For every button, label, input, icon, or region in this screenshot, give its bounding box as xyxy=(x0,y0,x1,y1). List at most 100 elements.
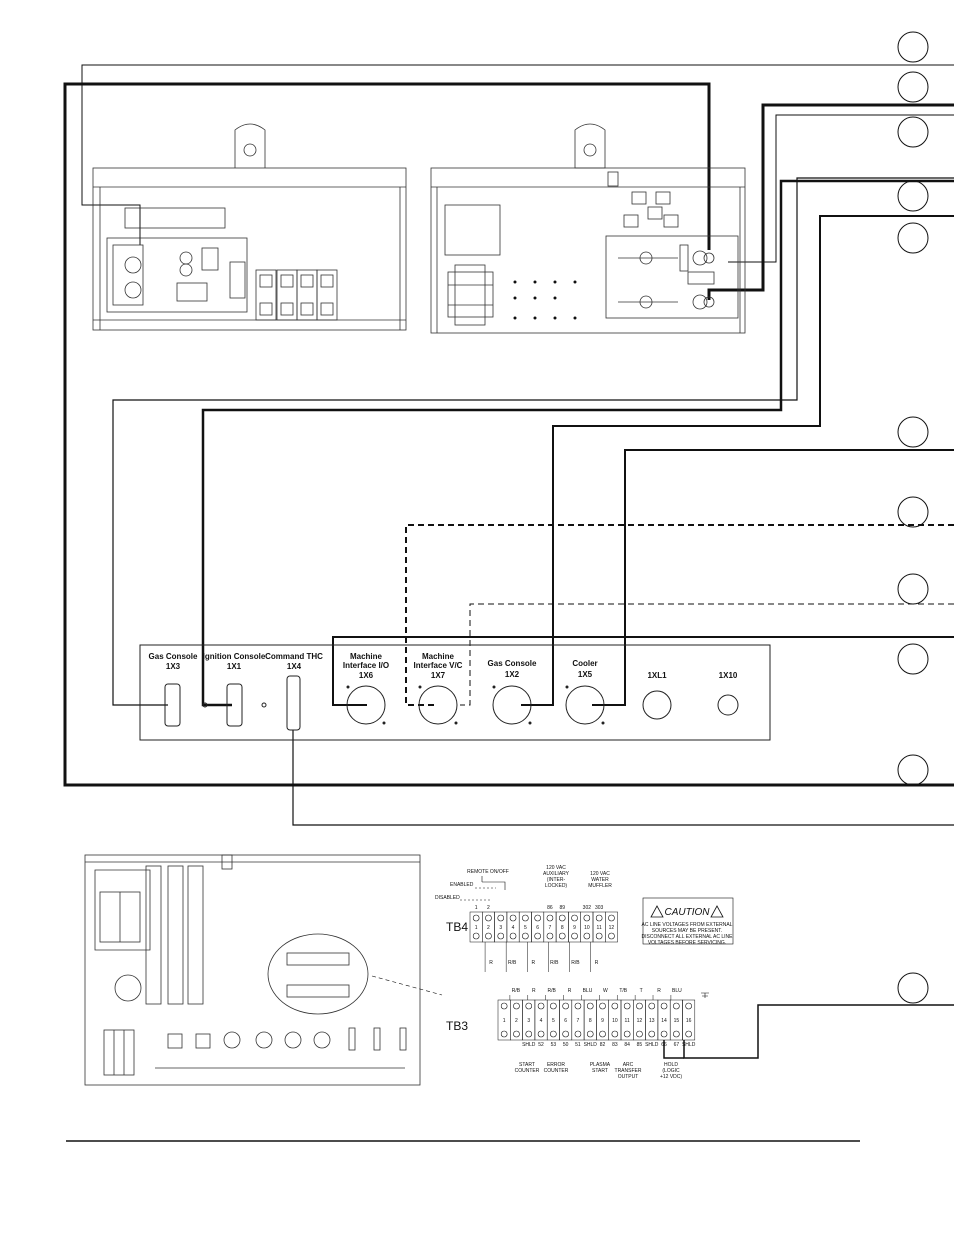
tb4-aux-label-4: LOCKED) xyxy=(545,883,568,889)
terminal-top-label: 2 xyxy=(487,905,490,911)
terminal-number: 15 xyxy=(674,1018,680,1024)
caution-line-2: SOURCES MAY BE PRESENT. xyxy=(652,928,722,934)
wire-dashed xyxy=(405,524,954,706)
terminal-number: 13 xyxy=(649,1018,655,1024)
terminal-screw-icon xyxy=(608,932,615,940)
tb3-group-arc-3: OUTPUT xyxy=(618,1074,639,1080)
wire xyxy=(592,449,954,706)
tb3-group-start-2: COUNTER xyxy=(515,1068,540,1074)
connector-label-1x2-name: Gas Console xyxy=(488,659,537,668)
connector-panel: Gas Console 1X3 Ignition Console 1X1 Com… xyxy=(139,644,771,741)
terminal-bottom-label: 83 xyxy=(612,1042,618,1048)
tb4-label: TB4 xyxy=(446,920,468,934)
terminal-top-label: 303 xyxy=(595,905,604,911)
connector-label-1x4-id: 1X4 xyxy=(287,662,302,671)
connector-label-1x7-name2: Interface V/C xyxy=(414,661,463,670)
terminal-number: 2 xyxy=(487,925,490,931)
terminal-screw-icon xyxy=(522,932,529,940)
terminal-bottom-label: 52 xyxy=(538,1042,544,1048)
connector-1x7 xyxy=(418,685,458,725)
wire-tag: R xyxy=(568,988,572,994)
terminal-screw-icon xyxy=(500,1030,508,1038)
wire-tag: R xyxy=(531,960,535,966)
tb4-enabled-label: ENABLED xyxy=(450,882,474,888)
terminal-screw-icon xyxy=(497,932,505,940)
connector-label-1x5-id: 1X5 xyxy=(578,670,593,679)
terminal-number: 4 xyxy=(540,1018,543,1024)
terminal-screw-icon xyxy=(546,914,554,922)
rear-panel xyxy=(84,854,421,1086)
terminal-screw-icon xyxy=(500,1002,508,1010)
terminal-screw-icon xyxy=(558,932,566,940)
terminal-bottom-label: SHLD xyxy=(522,1042,536,1048)
tb4-group: TB4 ENABLED DISABLED REMOTE ON/OFF 120 V… xyxy=(435,865,618,972)
terminal-screw-icon xyxy=(537,1030,545,1038)
tb3-group-plasma-2: START xyxy=(592,1068,608,1074)
wire-tag: R/B xyxy=(550,960,559,966)
terminal-number: 1 xyxy=(503,1018,506,1024)
tb4-disabled-label: DISABLED xyxy=(435,895,460,901)
terminal-number: 3 xyxy=(499,925,502,931)
zoom-ellipse xyxy=(267,933,369,1015)
callout-circle xyxy=(897,31,929,63)
terminal-screw-icon xyxy=(574,1002,582,1010)
tb3-label: TB3 xyxy=(446,1019,468,1033)
tb3-group-error-1: ERROR xyxy=(547,1062,565,1068)
terminal-screw-icon xyxy=(595,914,603,922)
connector-label-1x10: 1X10 xyxy=(719,671,738,680)
wire-tag: R/B xyxy=(548,988,557,994)
terminal-screw-icon xyxy=(472,914,480,922)
callout-circle xyxy=(897,754,929,786)
tb3-group-hold-3: +12 VDC) xyxy=(660,1074,682,1080)
terminal-top-label: 86 xyxy=(547,905,553,911)
terminal-bottom-label: SHLD xyxy=(682,1042,696,1048)
wire-tag: R xyxy=(532,988,536,994)
terminal-screw-icon xyxy=(574,1030,582,1038)
connector-label-1x6-name2: Interface I/O xyxy=(343,661,389,670)
terminal-screw-icon xyxy=(623,1002,631,1010)
tb3-group-arc-1: ARC xyxy=(623,1062,634,1068)
connector-label-1x1-name: Ignition Console xyxy=(203,652,266,661)
terminal-screw-icon xyxy=(534,914,541,922)
terminal-number: 16 xyxy=(686,1018,692,1024)
zoom-leader xyxy=(371,975,443,996)
tb3-group-plasma-1: PLASMA xyxy=(590,1062,611,1068)
terminal-number: 2 xyxy=(515,1018,518,1024)
connector-label-1x7-name1: Machine xyxy=(422,652,455,661)
tb4-remote-label: REMOTE ON/OFF xyxy=(467,869,509,875)
terminal-screw-icon xyxy=(673,1030,680,1038)
terminal-screw-icon xyxy=(497,914,505,922)
caution-box: CAUTION AC LINE VOLTAGES FROM EXTERNAL S… xyxy=(642,897,734,946)
terminal-number: 9 xyxy=(601,1018,604,1024)
terminal-number: 3 xyxy=(527,1018,530,1024)
wires xyxy=(63,64,954,1059)
terminal-cell xyxy=(682,999,696,1041)
terminal-number: 14 xyxy=(661,1018,667,1024)
terminal-screw-icon xyxy=(660,1002,668,1010)
callout-circle xyxy=(897,180,929,212)
wire xyxy=(81,64,954,245)
terminal-number: 9 xyxy=(573,925,576,931)
terminal-screw-icon xyxy=(571,932,578,940)
terminal-screw-icon xyxy=(648,1002,656,1010)
callout-circle xyxy=(897,573,929,605)
terminal-number: 7 xyxy=(577,1018,580,1024)
terminal-number: 11 xyxy=(597,925,602,931)
connector-label-1x6-id: 1X6 xyxy=(359,671,374,680)
terminal-screw-icon xyxy=(583,932,591,940)
tb4-aux-label-1: 120 VAC xyxy=(546,865,566,871)
terminal-screw-icon xyxy=(648,1030,656,1038)
callout-circle xyxy=(897,116,929,148)
connector-label-1x1-id: 1X1 xyxy=(227,662,242,671)
terminal-bottom-label: 85 xyxy=(637,1042,643,1048)
terminal-screw-icon xyxy=(571,914,578,922)
terminal-screw-icon xyxy=(636,1002,643,1010)
terminal-screw-icon xyxy=(685,1002,692,1010)
terminal-cell xyxy=(605,911,618,943)
terminal-screw-icon xyxy=(595,932,603,940)
terminal-screw-icon xyxy=(534,932,541,940)
terminal-bottom-label: 82 xyxy=(600,1042,606,1048)
